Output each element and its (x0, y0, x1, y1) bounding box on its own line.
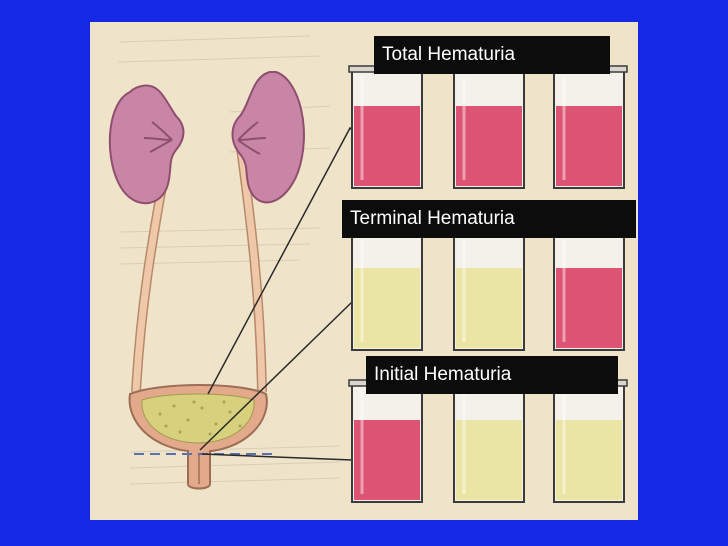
label-terminal-hematuria: Terminal Hematuria (342, 200, 636, 238)
bloody-urine (556, 268, 622, 348)
left-kidney-pelvis (143, 121, 173, 153)
right-ureter (236, 139, 266, 393)
bloody-urine (354, 420, 420, 500)
left-kidney (108, 84, 185, 205)
bladder-content-speckles (158, 400, 242, 436)
right-kidney (231, 71, 305, 204)
label-initial-hematuria: Initial Hematuria (366, 356, 618, 394)
test-tube-terminal-3 (550, 227, 628, 351)
test-tube-initial-2 (450, 379, 528, 503)
clear-urine (456, 420, 522, 500)
right-kidney-pelvis (237, 121, 267, 155)
test-tube-total-1 (348, 65, 426, 189)
test-tube-total-3 (550, 65, 628, 189)
pointer-terminal (199, 301, 353, 451)
clear-urine (556, 420, 622, 500)
urinary-system-diagram (108, 35, 628, 503)
pointer-initial (201, 453, 353, 461)
bladder-content (141, 393, 255, 444)
bloody-urine (456, 106, 522, 186)
bloody-urine (556, 106, 622, 186)
test-tube-terminal-2 (450, 227, 528, 351)
test-tube-total-2 (450, 65, 528, 189)
label-total-hematuria: Total Hematuria (374, 36, 610, 74)
illustration-panel: Total Hematuria Terminal Hematuria Initi… (90, 22, 638, 520)
test-tube-terminal-1 (348, 227, 426, 351)
test-tube-initial-1 (348, 379, 426, 503)
clear-urine (456, 268, 522, 348)
clear-urine (354, 268, 420, 348)
test-tube-initial-3 (550, 379, 628, 503)
bloody-urine (354, 106, 420, 186)
test-tubes (348, 65, 628, 503)
